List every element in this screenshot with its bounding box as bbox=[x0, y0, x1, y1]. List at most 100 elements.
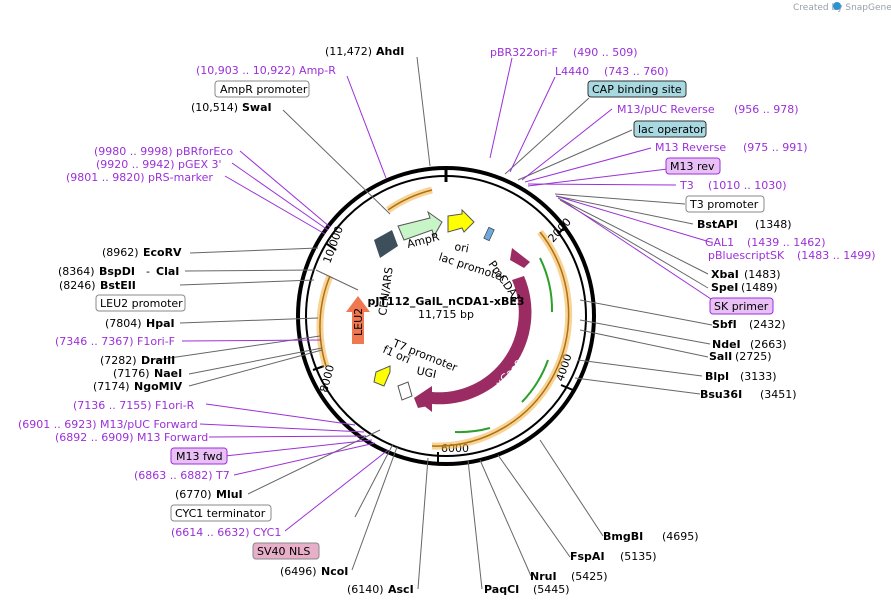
site-name[interactable]: XbaI bbox=[711, 268, 739, 281]
site-name[interactable]: SwaI bbox=[242, 101, 272, 114]
cyc1-terminator-box[interactable] bbox=[170, 504, 272, 522]
m13-fwd-box[interactable] bbox=[170, 447, 228, 465]
site-name[interactable]: NdeI bbox=[712, 338, 741, 351]
site-pos: (2663) bbox=[750, 338, 787, 351]
orf-arrow bbox=[454, 427, 491, 434]
feature-label: (956 .. 978) bbox=[734, 103, 799, 116]
feature-label: (975 .. 991) bbox=[743, 141, 808, 154]
site-pos: (7174) bbox=[93, 380, 130, 393]
site-name[interactable]: NcoI bbox=[321, 565, 348, 578]
tick-10000 bbox=[326, 243, 337, 251]
feature-label: (1439 .. 1462) bbox=[747, 236, 826, 249]
site-name[interactable]: BstEII bbox=[100, 279, 136, 292]
feature-label[interactable]: T3 bbox=[679, 179, 694, 192]
orf-arc bbox=[385, 186, 433, 213]
site-pos: (3451) bbox=[760, 388, 797, 401]
feature-label[interactable]: pBR322ori-F bbox=[490, 46, 558, 59]
site-name[interactable]: SpeI bbox=[711, 281, 738, 294]
feature-label: (1010 .. 1030) bbox=[708, 179, 787, 192]
feature-label[interactable]: (9920 .. 9942) pGEX 3' bbox=[96, 158, 222, 171]
orf-arrow bbox=[539, 257, 554, 313]
site-name[interactable]: SalI bbox=[709, 350, 732, 363]
site-name[interactable]: BstAPI bbox=[697, 218, 738, 231]
pmcda1-feature-arrow bbox=[510, 248, 530, 268]
feature-label[interactable]: M13/pUC Reverse bbox=[617, 103, 715, 116]
feature-label[interactable]: L4440 bbox=[555, 65, 589, 78]
feature-label[interactable]: (6863 .. 6882) T7 bbox=[134, 469, 230, 482]
watermark-text: Created by SnapGene bbox=[793, 3, 891, 13]
tick-4000 bbox=[560, 384, 574, 391]
ori-label: ori bbox=[453, 240, 469, 255]
site-name[interactable]: BmgBI bbox=[603, 530, 643, 543]
site-name[interactable]: NruI bbox=[530, 570, 557, 583]
feature-label[interactable]: M13 Reverse bbox=[655, 141, 726, 154]
sv40-nls-label: SV40 NLS bbox=[257, 545, 310, 558]
cen-ars-label: CEN/ARS bbox=[376, 266, 396, 316]
ampr-promoter-box[interactable] bbox=[214, 80, 310, 98]
sk-primer-label: SK primer bbox=[714, 300, 769, 313]
site-pos: (5445) bbox=[533, 583, 570, 596]
site-pos: (8962) bbox=[102, 246, 139, 259]
f1-ori-feature bbox=[373, 365, 391, 387]
orf-arc-arrow bbox=[431, 231, 570, 447]
lac-operator-box[interactable] bbox=[633, 120, 707, 138]
svg-text:-: - bbox=[146, 265, 150, 278]
cap-binding-site-box[interactable] bbox=[587, 80, 687, 98]
site-name[interactable]: HpaI bbox=[146, 317, 175, 330]
cap-binding-site-label: CAP binding site bbox=[592, 83, 682, 96]
site-name[interactable]: Bsu36I bbox=[700, 388, 742, 401]
site-name[interactable]: BlpI bbox=[705, 370, 729, 383]
site-name[interactable]: NaeI bbox=[154, 367, 182, 380]
feature-label[interactable]: (6614 .. 6632) CYC1 bbox=[171, 526, 281, 539]
site-pos: (5135) bbox=[620, 550, 657, 563]
lac-operator-label: lac operator bbox=[638, 123, 705, 136]
leu2-promoter-label: LEU2 promoter bbox=[100, 297, 183, 310]
sk-primer-box[interactable] bbox=[709, 297, 774, 315]
cen-ars-feature bbox=[374, 230, 398, 258]
feature-label[interactable]: (10,903 .. 10,922) Amp-R bbox=[196, 64, 336, 77]
site-pos: (5425) bbox=[571, 570, 608, 583]
ampr-feature-arrow bbox=[397, 210, 443, 241]
site-pos: (6770) bbox=[175, 488, 212, 501]
site-pos: (11,472) bbox=[325, 45, 372, 58]
feature-label[interactable]: (6892 .. 6909) M13 Forward bbox=[55, 431, 208, 444]
m13-fwd-label: M13 fwd bbox=[176, 450, 223, 463]
site-name[interactable]: DraIII bbox=[141, 354, 175, 367]
cyc1-terminator-label: CYC1 terminator bbox=[175, 507, 266, 520]
feature-label[interactable]: pBluescriptSK bbox=[708, 249, 785, 262]
site-name[interactable]: NgoMIV bbox=[134, 380, 183, 393]
feature-label[interactable]: (9980 .. 9998) pBRforEco bbox=[94, 145, 233, 158]
site-pos: (8246) bbox=[59, 279, 96, 292]
t3-promoter-box[interactable] bbox=[685, 195, 765, 213]
site-name[interactable]: AhdI bbox=[376, 45, 404, 58]
leu2-feature-arrow bbox=[346, 296, 370, 344]
site-pos: (2432) bbox=[749, 318, 786, 331]
site-name[interactable]: BspDI bbox=[99, 265, 135, 278]
site-name[interactable]: MluI bbox=[216, 488, 243, 501]
plasmid-name: pJT112_GalL_nCDA1-xBE3 bbox=[367, 295, 524, 308]
site-name[interactable]: SbfI bbox=[712, 318, 737, 331]
site-pos: (3133) bbox=[740, 370, 777, 383]
plasmid-size: 11,715 bp bbox=[418, 308, 474, 321]
feature-label[interactable]: (6901 .. 6923) M13/pUC Forward bbox=[18, 418, 198, 431]
feature-label[interactable]: GAL1 bbox=[705, 236, 734, 249]
m13-rev-box[interactable] bbox=[665, 157, 721, 175]
feature-label[interactable]: (9801 .. 9820) pRS-marker bbox=[66, 171, 213, 184]
feature-label[interactable]: (7136 .. 7155) F1ori-R bbox=[73, 399, 195, 412]
tick-8000 bbox=[312, 365, 325, 371]
site-pos: (1348) bbox=[755, 218, 792, 231]
site-name[interactable]: FspAI bbox=[570, 550, 605, 563]
sv40-nls-box[interactable] bbox=[252, 542, 320, 560]
t3-promoter-label: T3 promoter bbox=[689, 198, 759, 211]
feature-label: (490 .. 509) bbox=[573, 46, 638, 59]
site-pos: (6496) bbox=[280, 565, 317, 578]
site-pos: (1489) bbox=[741, 281, 778, 294]
site-name[interactable]: AscI bbox=[388, 583, 414, 596]
site-pos: (4695) bbox=[662, 530, 699, 543]
site-name[interactable]: ClaI bbox=[156, 265, 179, 278]
site-name[interactable]: EcoRV bbox=[143, 246, 182, 259]
leu2-promoter-box[interactable] bbox=[95, 294, 186, 312]
feature-label[interactable]: (7346 .. 7367) F1ori-F bbox=[55, 335, 175, 348]
site-name[interactable]: PaqCI bbox=[484, 583, 519, 596]
